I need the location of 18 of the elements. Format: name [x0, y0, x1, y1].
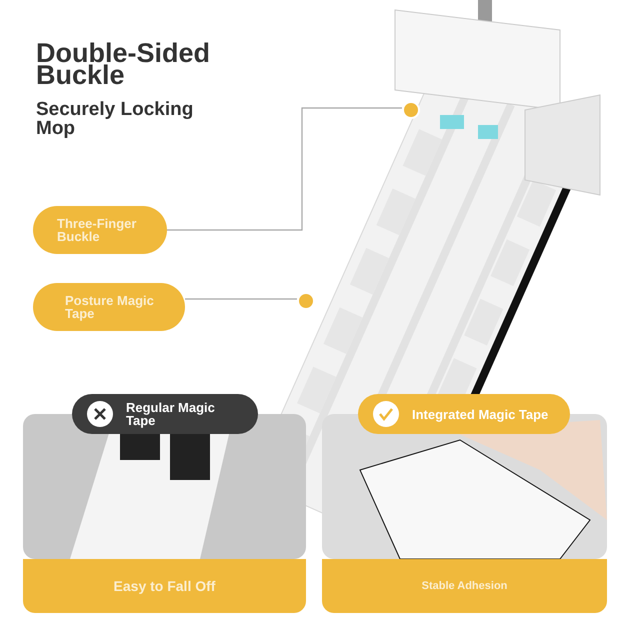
caption-bar: [322, 559, 607, 613]
leader-line: [167, 107, 402, 231]
callout-pill: [33, 206, 167, 254]
caption-text: Stable Adhesion: [422, 580, 508, 592]
callout-text: Three-Finger Buckle: [57, 217, 138, 243]
caption-bar: [23, 559, 306, 613]
leader-line: [185, 298, 297, 300]
callout-pill: [72, 394, 258, 434]
callout-pill: [33, 283, 185, 331]
marker-dot: [402, 101, 420, 119]
callout-text: Posture Magic Tape: [65, 294, 155, 320]
callout-text: Integrated Magic Tape: [412, 408, 548, 420]
callout-text: Regular Magic Tape: [126, 401, 216, 427]
callout-pill: [358, 394, 570, 434]
caption-text: Easy to Fall Off: [114, 578, 216, 594]
title: Double-Sided Buckle: [36, 42, 211, 86]
subtitle: Securely Locking Mop: [36, 100, 194, 138]
marker-dot: [297, 292, 315, 310]
